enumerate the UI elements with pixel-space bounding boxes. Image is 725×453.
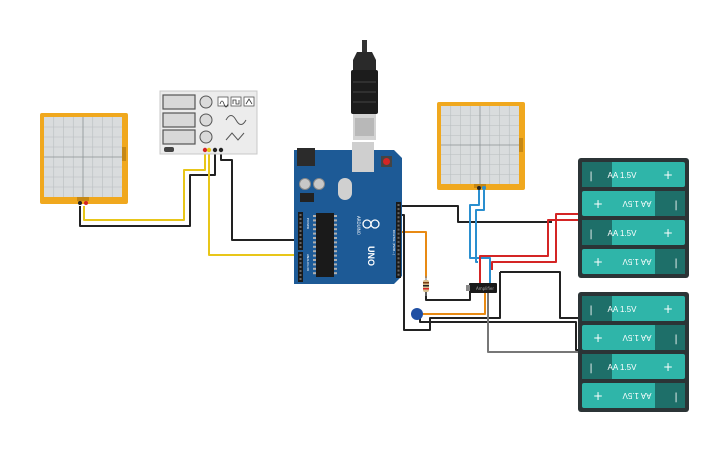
minus-icon: |	[589, 171, 592, 182]
minus-icon: |	[589, 305, 592, 316]
mcu-chip	[316, 213, 334, 277]
battery-label: AA 1.5V	[608, 363, 638, 372]
wire-black-resistor	[425, 292, 471, 301]
minus-icon: |	[674, 392, 677, 403]
minus-icon: |	[674, 334, 677, 345]
battery-cell: + | AA 1.5V	[582, 296, 685, 321]
battery-label: AA 1.5V	[608, 229, 638, 238]
usb-cable	[351, 40, 378, 140]
wire-yellow-scope-gen	[83, 152, 206, 221]
battery-label: AA 1.5V	[622, 257, 652, 266]
wire-black-battery	[500, 271, 581, 350]
battery-cell: + | AA 1.5V	[582, 354, 685, 379]
minus-icon: |	[674, 258, 677, 269]
minus-icon: |	[589, 229, 592, 240]
transistor: Amplifier	[466, 283, 497, 293]
board-name: UNO	[366, 246, 376, 266]
oscilloscope-right	[437, 102, 525, 190]
minus-icon: |	[674, 200, 677, 211]
battery-label: AA 1.5V	[622, 391, 652, 400]
arduino-uno-board: UNO ARDUINO DIGITAL (PWM~) POWER ANALOG …	[294, 142, 402, 284]
battery-cell: + | AA 1.5V	[582, 162, 685, 187]
battery-pack-2: + | AA 1.5V + | AA 1.5V + | AA 1.5V + | AA 1.5V	[578, 292, 689, 412]
wire-blue-scope	[469, 188, 491, 290]
wire-orange-pin	[398, 231, 427, 278]
function-generator	[159, 90, 258, 155]
minus-icon: |	[589, 363, 592, 374]
wire-black-scope-gnd	[79, 152, 216, 227]
plus-icon: +	[593, 331, 603, 345]
battery-label: AA 1.5V	[622, 333, 652, 342]
plus-icon: +	[663, 226, 673, 240]
wire-black-battery-2	[419, 318, 580, 351]
battery-pack-1: + | AA 1.5V + | AA 1.5V + | AA 1.5V + | AA 1.5V	[578, 158, 689, 278]
oscilloscope-left	[40, 113, 128, 205]
wire-black-arduino-scope	[398, 205, 552, 223]
plus-icon: +	[593, 255, 603, 269]
plus-icon: +	[663, 360, 673, 374]
wire-red-battery-2	[491, 213, 580, 270]
analog-label: ANALOG IN	[306, 254, 310, 271]
battery-label: AA 1.5V	[622, 199, 652, 208]
wire-red-battery	[479, 219, 580, 285]
plus-icon: +	[663, 302, 673, 316]
wire-black-gen-arduino	[220, 152, 298, 241]
digital-label: DIGITAL (PWM~)	[392, 230, 396, 255]
plus-icon: +	[593, 389, 603, 403]
battery-cell: + | AA 1.5V	[582, 191, 685, 216]
wire-black-loop	[398, 214, 501, 331]
battery-cell: + | AA 1.5V	[582, 249, 685, 274]
power-label: POWER	[306, 218, 310, 229]
wire-orange-cap	[420, 290, 486, 315]
battery-label: AA 1.5V	[608, 171, 638, 180]
digital-header	[396, 202, 401, 278]
wire-gray-battery	[487, 292, 580, 353]
battery-cell: + | AA 1.5V	[582, 325, 685, 350]
battery-cell: + | AA 1.5V	[582, 220, 685, 245]
battery-label: AA 1.5V	[608, 305, 638, 314]
wire-yellow-gen-arduino	[208, 152, 298, 256]
capacitor	[411, 308, 423, 320]
wire-blue-scope-2	[475, 188, 485, 263]
board-brand: ARDUINO	[356, 216, 361, 235]
resistor	[423, 276, 429, 296]
svg-text:Amplifier: Amplifier	[476, 286, 494, 291]
plus-icon: +	[663, 168, 673, 182]
battery-cell: + | AA 1.5V	[582, 383, 685, 408]
plus-icon: +	[593, 197, 603, 211]
battery-packs: + | AA 1.5V + | AA 1.5V + | AA 1.5V + | AA 1.5V + | AA…	[578, 158, 689, 412]
